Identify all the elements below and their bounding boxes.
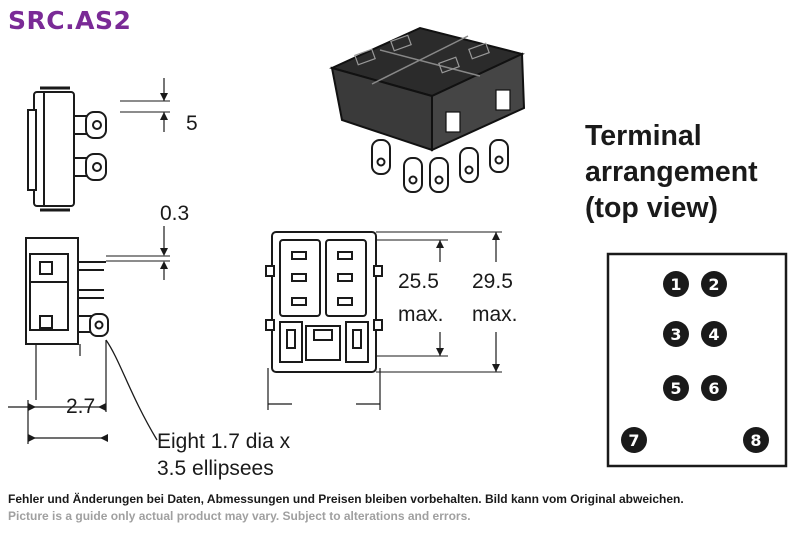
- pin-note: Eight 1.7 dia x 3.5 ellipsees: [157, 428, 290, 482]
- terminal-pin: [663, 271, 689, 297]
- socket-perspective: [329, 26, 526, 193]
- terminal-heading-line: arrangement: [585, 156, 758, 188]
- pin-note-line: Eight 1.7 dia x: [157, 430, 291, 453]
- terminal-pins: 1 2 3 4 5 6 7 8: [621, 271, 769, 453]
- dimension-25-5: 25.5: [398, 270, 439, 293]
- terminal-pin: [663, 321, 689, 347]
- side-view-top: [27, 78, 170, 212]
- footer-disclaimer-en: Picture is a guide only actual product m…: [8, 509, 471, 523]
- terminal-pin: [701, 271, 727, 297]
- terminal-pin: [621, 427, 647, 453]
- terminal-pin-label: 3: [670, 325, 681, 344]
- terminal-heading-line: (top view): [585, 192, 718, 224]
- terminal-pin-label: 1: [670, 275, 681, 294]
- terminal-pin-label: 6: [708, 379, 719, 398]
- terminal-pin-label: 4: [708, 325, 719, 344]
- terminal-pin: [663, 375, 689, 401]
- terminal-pin-label: 8: [750, 431, 761, 450]
- socket-front-view: [265, 231, 502, 410]
- page-title: SRC.AS2: [8, 6, 132, 35]
- footer-disclaimer-de: Fehler und Änderungen bei Daten, Abmessu…: [8, 492, 684, 506]
- terminal-pin-label: 7: [628, 431, 639, 450]
- pin-note-line: 3.5 ellipsees: [157, 457, 274, 480]
- terminal-pin-label: 2: [708, 275, 719, 294]
- terminal-heading: Terminal arrangement (top view): [585, 118, 758, 226]
- terminal-pin-label: 5: [670, 379, 681, 398]
- dimension-max-label: max.: [398, 303, 444, 326]
- terminal-pin: [743, 427, 769, 453]
- dimension-0-3: 0.3: [160, 202, 190, 225]
- dimension-2-7: 2.7: [66, 395, 96, 418]
- dimension-29-5: 29.5: [472, 270, 513, 293]
- terminal-pin: [701, 375, 727, 401]
- terminal-pin: [701, 321, 727, 347]
- side-view-bottom: [8, 226, 170, 444]
- dimension-5: 5: [186, 112, 198, 135]
- terminal-heading-line: Terminal: [585, 120, 702, 152]
- dimension-max-label: max.: [472, 303, 518, 326]
